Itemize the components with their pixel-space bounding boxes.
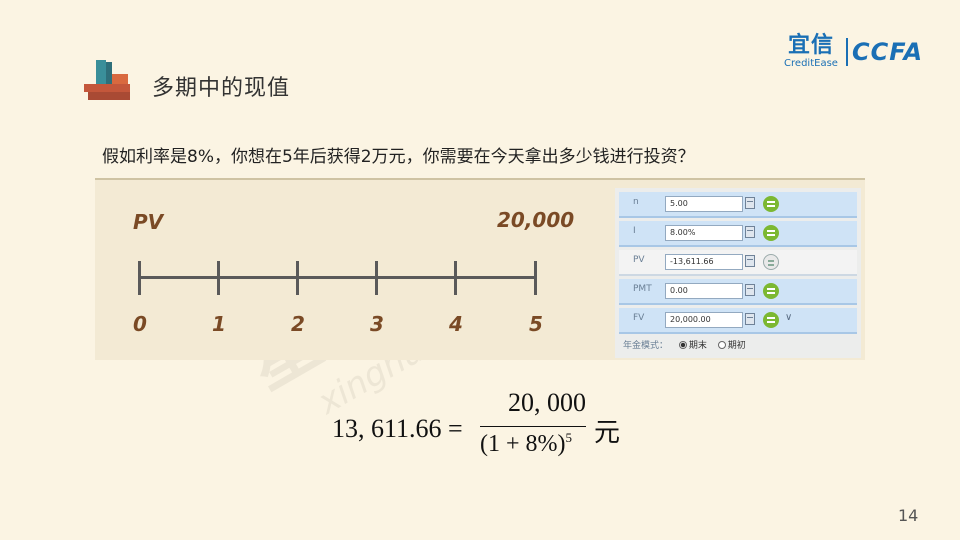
ccfa-logo: CCFA xyxy=(852,38,924,66)
calc-row-n: n 5.00 xyxy=(619,192,857,218)
rate-input[interactable]: 8.00% xyxy=(665,225,743,241)
pmt-input[interactable]: 0.00 xyxy=(665,283,743,299)
calc-label: FV xyxy=(633,313,645,323)
content-panel: PV 20,000 0 1 2 3 4 5 n 5.00 I 8.00% PV … xyxy=(95,178,865,360)
formula-left: 13, 611.66 = xyxy=(332,414,463,443)
formula-denominator-group: (1 + 8%)5 xyxy=(480,430,590,458)
radio-icon xyxy=(678,341,687,349)
calc-label: PMT xyxy=(633,284,652,294)
calc-label: I xyxy=(633,226,636,236)
creditease-logo: 宜信 CreditEase xyxy=(780,34,842,70)
timeline-tick xyxy=(138,261,141,295)
logo-en-text: CreditEase xyxy=(784,58,838,69)
timeline-tick xyxy=(296,261,299,295)
mode-label: 年金模式： xyxy=(623,341,669,351)
compute-button[interactable] xyxy=(763,225,779,241)
tvm-calculator: n 5.00 I 8.00% PV -13,611.66 PMT 0.00 FV… xyxy=(615,188,861,358)
chevron-down-icon[interactable]: ∨ xyxy=(785,312,793,323)
compute-button[interactable] xyxy=(763,254,779,270)
period-label: 0 xyxy=(133,312,147,336)
calculator-icon[interactable] xyxy=(745,226,755,238)
mode-option-end[interactable]: 期末 xyxy=(678,341,707,351)
logo-cn-text: 宜信 xyxy=(787,33,834,58)
radio-icon xyxy=(717,341,726,349)
formula-denominator: (1 + 8%) xyxy=(480,431,566,457)
calculator-icon[interactable] xyxy=(745,313,755,325)
compute-button[interactable] xyxy=(763,196,779,212)
timeline-tick xyxy=(534,261,537,295)
formula-exponent: 5 xyxy=(565,430,573,445)
calculator-icon[interactable] xyxy=(745,197,755,209)
calculator-icon[interactable] xyxy=(745,284,755,296)
timeline-tick xyxy=(217,261,220,295)
timeline-tick xyxy=(454,261,457,295)
timeline-pv-label: PV xyxy=(133,210,164,234)
compute-button[interactable] xyxy=(763,312,779,328)
compute-button[interactable] xyxy=(763,283,779,299)
logo-divider xyxy=(846,38,848,66)
mode-option-begin[interactable]: 期初 xyxy=(717,341,746,351)
period-label: 1 xyxy=(212,312,226,336)
page-number: 14 xyxy=(898,506,919,525)
calc-label: PV xyxy=(633,255,645,265)
calculator-icon[interactable] xyxy=(745,255,755,267)
calc-row-i: I 8.00% xyxy=(619,221,857,247)
calc-row-pv: PV -13,611.66 xyxy=(619,250,857,276)
formula-numerator: 20, 000 xyxy=(508,388,586,417)
timeline-fv-label: 20,000 xyxy=(497,208,575,232)
n-input[interactable]: 5.00 xyxy=(665,196,743,212)
period-label: 4 xyxy=(449,312,463,336)
calc-row-fv: FV 20,000.00 ∨ xyxy=(619,308,857,334)
question-text: 假如利率是8%，你想在5年后获得2万元，你需要在今天拿出多少钱进行投资？ xyxy=(102,147,695,167)
timeline-tick xyxy=(375,261,378,295)
mode-option-label: 期末 xyxy=(688,341,707,351)
books-icon xyxy=(84,60,130,100)
timeline-axis xyxy=(139,276,537,279)
mode-option-label: 期初 xyxy=(727,341,746,351)
period-label: 5 xyxy=(529,312,543,336)
calc-label: n xyxy=(633,197,639,207)
annuity-mode: 年金模式： 期末 期初 xyxy=(623,338,746,351)
period-label: 2 xyxy=(291,312,305,336)
fraction-bar xyxy=(480,426,586,427)
pv-input[interactable]: -13,611.66 xyxy=(665,254,743,270)
calc-row-pmt: PMT 0.00 xyxy=(619,279,857,305)
slide-title: 多期中的现值 xyxy=(152,76,291,101)
fv-input[interactable]: 20,000.00 xyxy=(665,312,743,328)
formula-unit: 元 xyxy=(594,418,621,447)
period-label: 3 xyxy=(370,312,384,336)
